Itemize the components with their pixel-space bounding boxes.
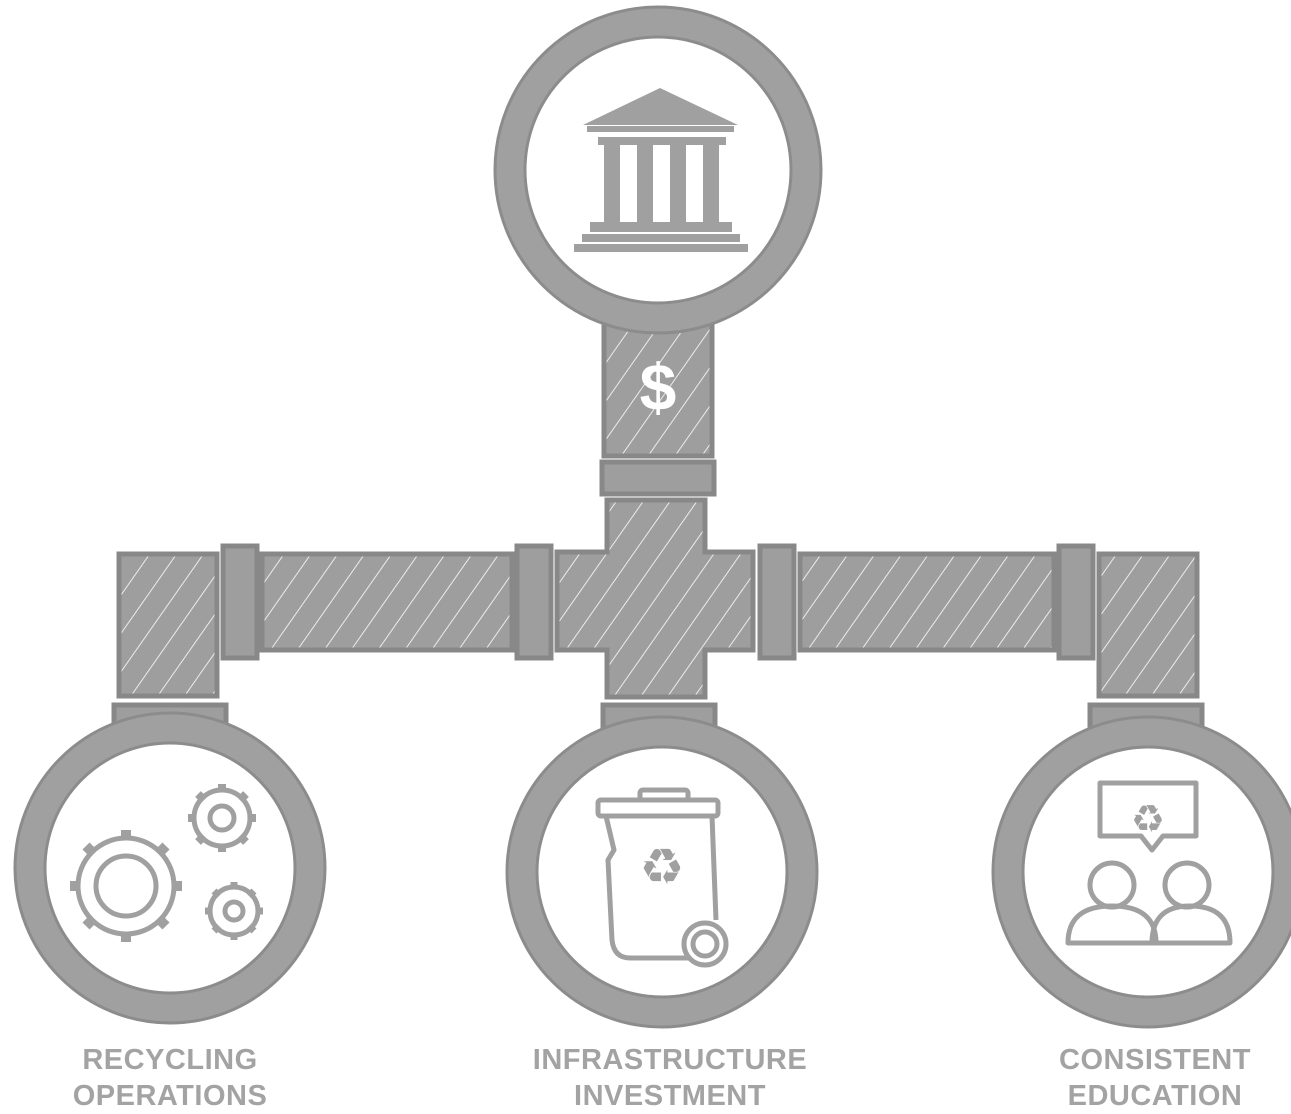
top-vertical-pipe xyxy=(601,319,715,459)
label-recycling-operations: RECYCLING OPERATIONS xyxy=(40,1042,300,1114)
people-recycling-speech-icon xyxy=(1065,780,1233,946)
label-consistent-education-line1: CONSISTENT xyxy=(1059,1044,1251,1076)
right-elbow xyxy=(1096,551,1200,699)
recycle-symbol-icon: ♻ xyxy=(640,838,685,896)
label-consistent-education: CONSISTENT EDUCATION xyxy=(1025,1042,1285,1114)
right-horizontal-pipe xyxy=(797,551,1057,653)
right-inner-flange xyxy=(757,543,797,661)
bank-icon xyxy=(574,88,748,252)
left-outer-flange xyxy=(220,543,260,661)
cross-junction xyxy=(554,497,756,700)
gears-icon xyxy=(70,784,263,942)
label-infrastructure-investment-line2: INVESTMENT xyxy=(574,1080,766,1112)
label-infrastructure-investment-line1: INFRASTRUCTURE xyxy=(532,1044,808,1076)
recycling-bin-icon xyxy=(595,787,729,968)
right-node: ♻ xyxy=(991,715,1291,1029)
left-horizontal-pipe xyxy=(259,551,515,653)
left-node xyxy=(13,711,327,1025)
top-flange xyxy=(599,459,717,497)
center-node: ♻ xyxy=(505,715,819,1029)
right-outer-flange xyxy=(1056,543,1096,661)
dollar-sign: $ xyxy=(640,350,677,424)
left-elbow xyxy=(116,551,220,699)
label-recycling-operations-line1: RECYCLING xyxy=(82,1044,258,1076)
label-consistent-education-line2: EDUCATION xyxy=(1067,1080,1243,1112)
speech-recycle-symbol-icon: ♻ xyxy=(1131,797,1165,841)
label-infrastructure-investment: INFRASTRUCTURE INVESTMENT xyxy=(490,1042,850,1114)
label-recycling-operations-line2: OPERATIONS xyxy=(72,1080,268,1112)
top-node xyxy=(493,5,823,335)
left-inner-flange xyxy=(514,543,554,661)
